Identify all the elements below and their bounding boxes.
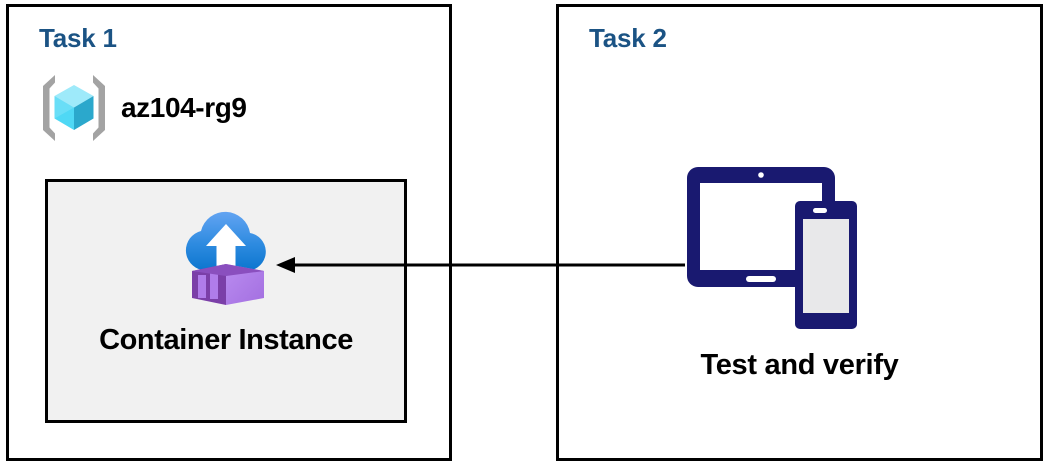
container-instance-box: Container Instance xyxy=(45,179,407,423)
container-instance-icon xyxy=(185,211,266,305)
devices-tablet-phone-icon xyxy=(687,167,857,329)
resource-group-row: az104-rg9 xyxy=(35,69,247,147)
task-1-panel: Task 1 az104-rg9 xyxy=(6,4,452,461)
container-instance-label: Container Instance xyxy=(99,324,353,356)
task-1-heading: Task 1 xyxy=(39,23,117,53)
resource-group-icon xyxy=(43,75,105,141)
resource-group-label: az104-rg9 xyxy=(121,92,247,123)
task-2-heading: Task 2 xyxy=(589,23,667,53)
test-and-verify-label: Test and verify xyxy=(700,349,899,381)
